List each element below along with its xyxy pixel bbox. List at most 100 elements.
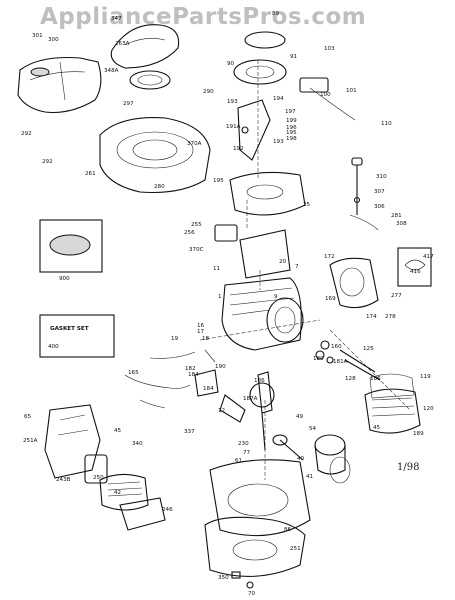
part-label: 306: [374, 204, 385, 210]
part-label: 190: [215, 364, 226, 370]
part-label: 90: [227, 61, 235, 67]
part-label: 100: [320, 92, 331, 98]
part-label: 186: [370, 376, 381, 382]
part-label: 193: [273, 139, 284, 145]
governor-linkage: [149, 349, 216, 363]
part-label: 400: [48, 344, 59, 350]
cylinder-block: [221, 277, 304, 351]
part-label: 417: [423, 254, 434, 260]
muffler: [329, 257, 379, 309]
crankshaft: [249, 371, 275, 451]
part-label: 198: [286, 136, 297, 142]
part-label: 181A: [333, 359, 348, 365]
part-label: 160: [331, 344, 342, 350]
part-label: 246: [162, 507, 173, 513]
valve-parts: [315, 340, 381, 381]
part-label: 195: [213, 178, 224, 184]
part-label: 195: [286, 130, 297, 136]
part-label: 187A: [243, 396, 258, 402]
assembly-centerlines: [199, 60, 411, 480]
part-label: 17: [197, 329, 205, 335]
part-label: 49: [296, 414, 304, 420]
part-label: 25: [303, 202, 311, 208]
part-label: 292: [21, 131, 32, 137]
part-label: 40: [297, 456, 305, 462]
part-label: 101: [346, 88, 357, 94]
inset-gasket-set: [39, 314, 115, 358]
part-label: 125: [363, 346, 374, 352]
part-label: 300: [48, 37, 59, 43]
ignition-module: [299, 77, 356, 121]
part-number-labels: 347899190103100101301300263A348A29729029…: [21, 11, 434, 597]
part-label: 416: [410, 269, 421, 275]
flywheel: [233, 31, 287, 85]
part-label: 18: [202, 336, 210, 342]
part-label: 278: [385, 314, 396, 320]
crankcase-top-cover: [229, 171, 306, 216]
control-bracket: [237, 99, 271, 161]
part-label: 900: [59, 276, 70, 282]
part-label: 120: [423, 406, 434, 412]
part-label: 11: [213, 266, 221, 272]
part-label: 308: [396, 221, 407, 227]
part-label: 348A: [104, 68, 119, 74]
camshaft: [194, 369, 246, 423]
gasket-set-badge: GASKET SET: [50, 326, 89, 332]
part-label: 280: [154, 184, 165, 190]
part-label: 337: [184, 429, 195, 435]
part-label: 263A: [115, 41, 130, 47]
air-cleaner-top: [110, 24, 180, 69]
part-label: 255: [191, 222, 202, 228]
part-label: 197: [285, 109, 296, 115]
part-label: 45: [114, 428, 122, 434]
part-label: 250: [93, 475, 104, 481]
part-label: 42: [114, 490, 121, 496]
part-label: 370C: [189, 247, 204, 253]
air-filter: [99, 473, 166, 531]
part-label: 61: [235, 458, 243, 464]
part-label: 119: [420, 374, 431, 380]
part-label: 172: [324, 254, 335, 260]
blower-housing-cover: [17, 56, 102, 114]
inset-valve-spring: [397, 247, 432, 287]
part-label: 297: [123, 101, 134, 107]
oil-sump: [204, 459, 311, 577]
part-label: 347: [111, 16, 122, 22]
part-label: 169: [325, 296, 336, 302]
part-label: 251: [290, 546, 301, 552]
part-label: 19: [171, 336, 179, 342]
part-label: 292: [42, 159, 53, 165]
revision-date: 1/98: [397, 462, 420, 473]
part-label: 65: [24, 414, 32, 420]
part-label: 54: [309, 426, 317, 432]
part-label: 45: [373, 425, 381, 431]
part-label: 230: [238, 441, 249, 447]
breather-cover: [214, 224, 238, 242]
gasket-plate: [239, 229, 291, 279]
part-label: 350: [218, 575, 229, 581]
part-label: 281: [391, 213, 402, 219]
part-label: 186: [254, 378, 265, 384]
watermark: AppliancePartsPros.com: [40, 4, 367, 30]
part-label: 174: [366, 314, 377, 320]
part-label: 261: [85, 171, 96, 177]
part-label: 16: [197, 323, 205, 329]
part-label: 256: [184, 230, 195, 236]
part-label: 180: [313, 356, 324, 362]
part-label: 277: [391, 293, 402, 299]
carburetor: [44, 404, 108, 484]
part-label: 12: [218, 408, 225, 414]
part-label: 7: [295, 264, 299, 270]
part-label: 301: [32, 33, 43, 39]
cylinder-head: [364, 373, 421, 434]
dipstick-tube: [349, 157, 379, 231]
inset-air-cleaner: [39, 219, 103, 273]
part-label: 192: [233, 146, 244, 152]
part-label: 86: [284, 527, 292, 533]
part-label: 310: [376, 174, 387, 180]
fuel-line: [124, 374, 191, 409]
part-label: 9: [274, 294, 278, 300]
part-label: 70: [248, 591, 256, 597]
part-label: 184: [188, 372, 199, 378]
part-label: 196: [286, 125, 297, 131]
